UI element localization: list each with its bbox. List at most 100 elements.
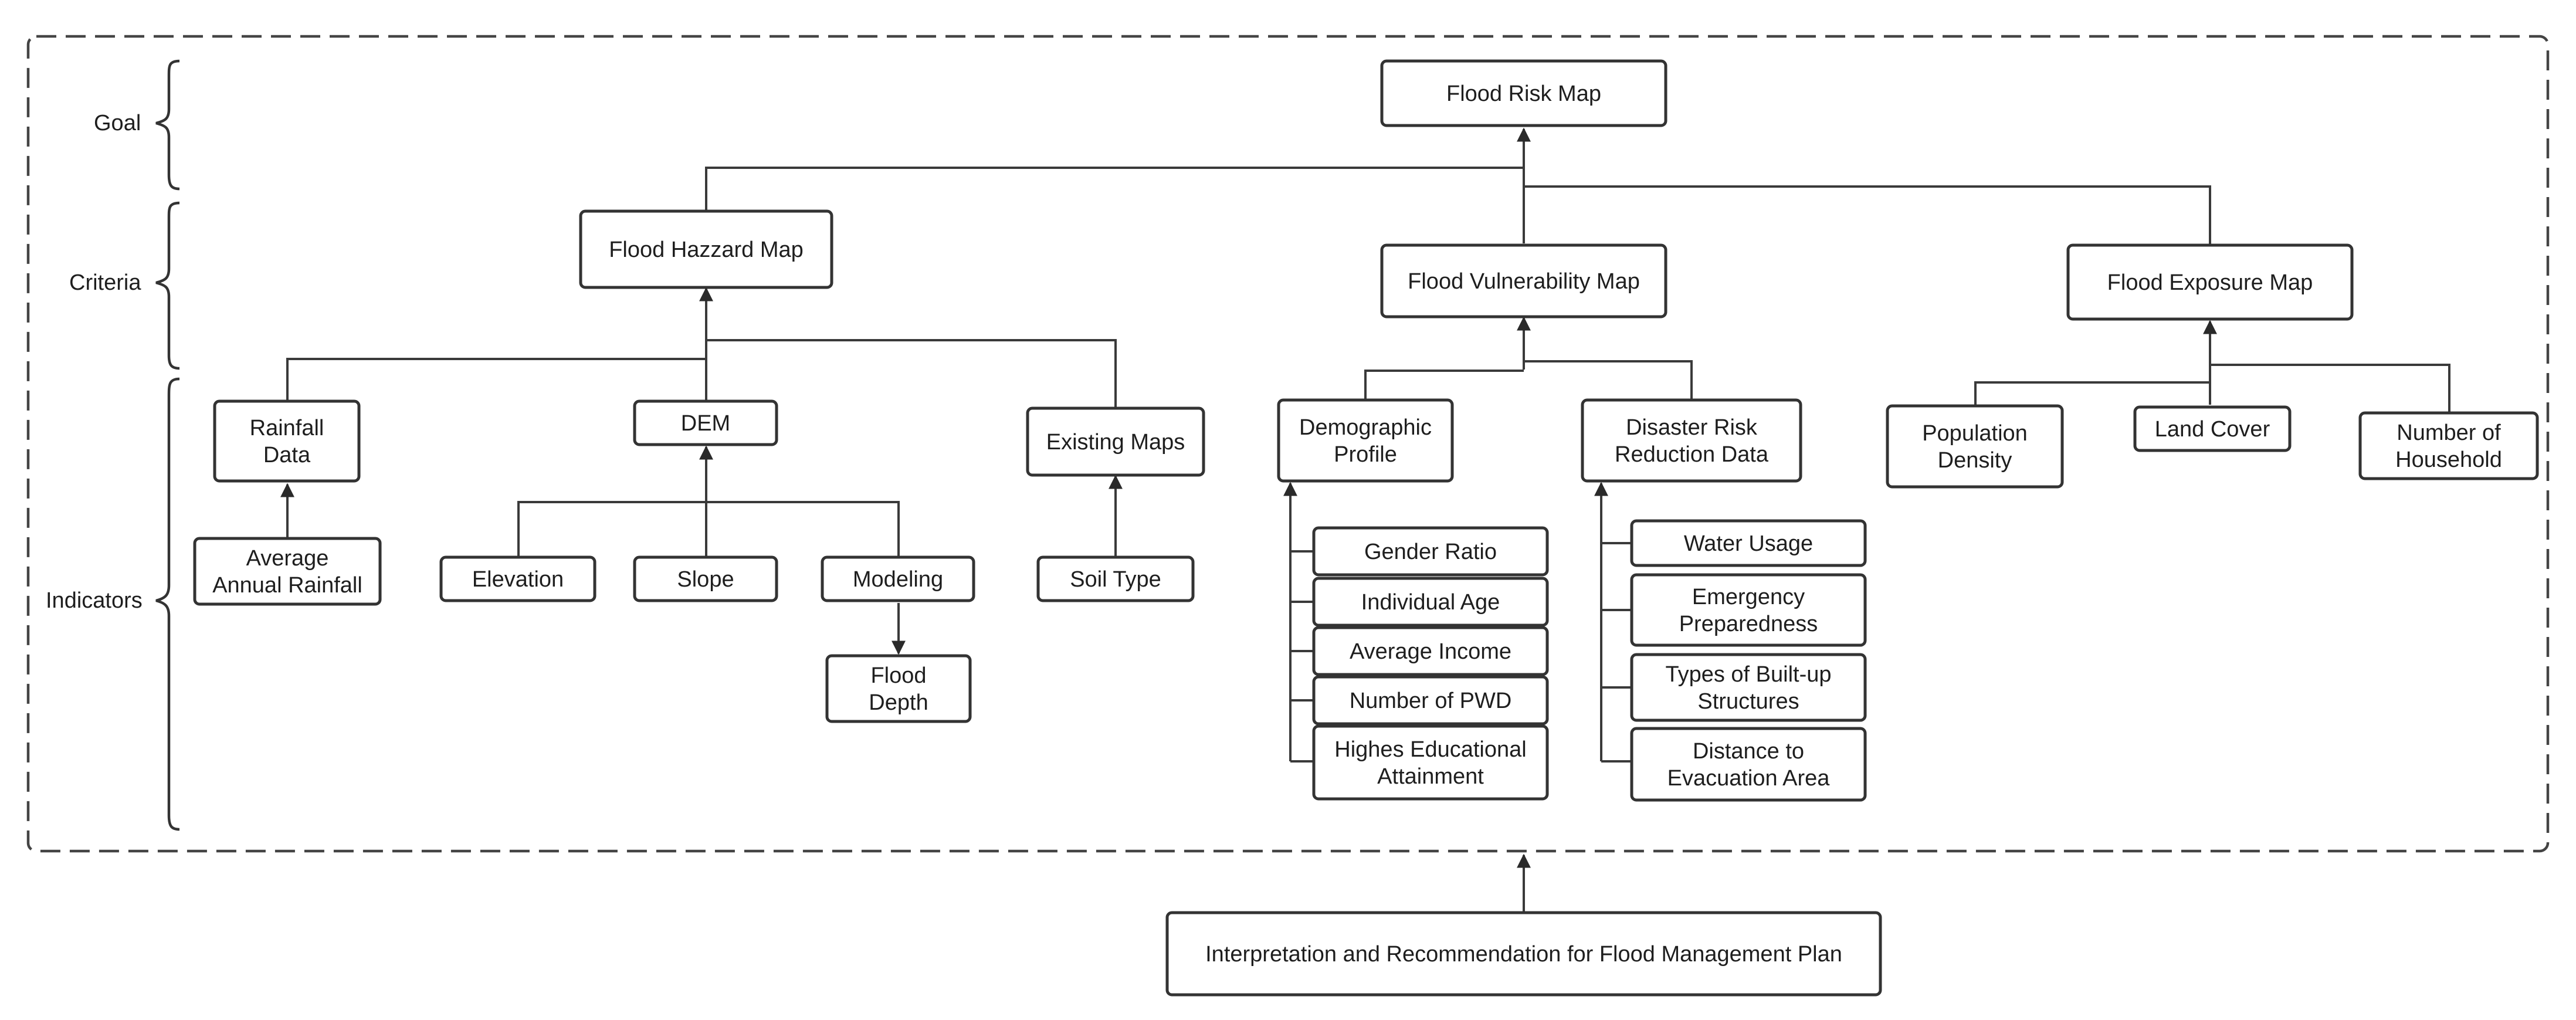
dem-box: DEM — [633, 399, 778, 446]
demographic-profile-frame — [1277, 398, 1454, 483]
land-cover-box: Land Cover — [2133, 405, 2292, 452]
existing-maps-label: Existing Maps — [1046, 430, 1185, 455]
disaster-risk-reduction-data-label: Disaster Risk — [1626, 415, 1758, 440]
water-usage-label: Water Usage — [1684, 531, 1813, 556]
population-density-label: Density — [1938, 448, 2012, 473]
gender-ratio-frame — [1312, 526, 1549, 577]
average-income-box: Average Income — [1312, 626, 1549, 676]
types-of-built-up-structures-label: Structures — [1697, 689, 1799, 714]
soil-type-frame — [1036, 555, 1195, 602]
criteria-brace — [155, 201, 180, 370]
emergency-preparedness-label: Preparedness — [1679, 612, 1818, 636]
flood-risk-map-frame — [1380, 59, 1667, 127]
disaster-risk-reduction-data-frame — [1581, 398, 1802, 483]
average-income-frame — [1312, 626, 1549, 676]
individual-age-frame — [1312, 577, 1549, 627]
highes-educational-attainment-frame — [1312, 724, 1549, 801]
goal-brace — [155, 59, 180, 191]
flood-vulnerability-map-label: Flood Vulnerability Map — [1408, 269, 1640, 294]
interpretation-box: Interpretation and Recommendation for Fl… — [1165, 911, 1882, 997]
distance-to-evacuation-area-frame — [1630, 727, 1867, 802]
distance-to-evacuation-area-label: Evacuation Area — [1667, 766, 1831, 791]
flood-depth-label: Depth — [869, 690, 928, 715]
rainfall-data-label: Data — [263, 443, 311, 467]
modeling-frame — [821, 555, 975, 602]
highes-educational-attainment-label: Attainment — [1377, 764, 1484, 789]
flood-depth-frame — [825, 654, 972, 723]
modeling-box: Modeling — [821, 555, 975, 602]
average-annual-rainfall-label: Average — [246, 546, 329, 571]
average-income-label: Average Income — [1350, 639, 1511, 664]
modeling-label: Modeling — [853, 567, 943, 592]
interpretation-frame — [1165, 911, 1882, 997]
population-density-frame — [1886, 404, 2064, 489]
average-annual-rainfall-label: Annual Rainfall — [212, 573, 362, 598]
number-of-pwd-box: Number of PWD — [1312, 675, 1549, 726]
soil-type-label: Soil Type — [1070, 567, 1161, 592]
connectors — [280, 127, 2450, 913]
land-cover-frame — [2133, 405, 2292, 452]
demographic-profile-label: Demographic — [1299, 415, 1432, 440]
types-of-built-up-structures-frame — [1630, 653, 1867, 722]
emergency-preparedness-frame — [1630, 573, 1867, 647]
gender-ratio-box: Gender Ratio — [1312, 526, 1549, 577]
number-of-household-label: Number of — [2397, 421, 2501, 445]
demographic-profile-label: Profile — [1334, 442, 1397, 467]
flood-exposure-map-frame — [2066, 243, 2354, 321]
rainfall-data-label: Rainfall — [250, 416, 324, 440]
slope-label: Slope — [677, 567, 734, 592]
dem-label: DEM — [681, 411, 730, 436]
individual-age-box: Individual Age — [1312, 577, 1549, 627]
water-usage-frame — [1630, 519, 1867, 567]
flood-hazzard-map-label: Flood Hazzard Map — [609, 238, 804, 262]
goal-label: Goal — [94, 111, 141, 135]
flood-hazzard-map-frame — [579, 209, 833, 289]
existing-maps-box: Existing Maps — [1026, 406, 1205, 477]
flood-hazzard-map-box: Flood Hazzard Map — [579, 209, 833, 289]
flood-risk-map-label: Flood Risk Map — [1446, 82, 1601, 106]
slope-box: Slope — [633, 555, 778, 602]
number-of-pwd-label: Number of PWD — [1350, 689, 1512, 713]
flood-vulnerability-map-box: Flood Vulnerability Map — [1380, 243, 1667, 318]
elevation-frame — [439, 555, 596, 602]
flood-depth-label: Flood — [870, 663, 926, 688]
soil-type-box: Soil Type — [1036, 555, 1195, 602]
gender-ratio-label: Gender Ratio — [1364, 540, 1497, 564]
slope-frame — [633, 555, 778, 602]
emergency-preparedness-label: Emergency — [1692, 585, 1805, 609]
highes-educational-attainment-label: Highes Educational — [1334, 737, 1526, 762]
elevation-label: Elevation — [472, 567, 564, 592]
indicators-brace — [155, 377, 180, 831]
elevation-box: Elevation — [439, 555, 596, 602]
flood-risk-map-box: Flood Risk Map — [1380, 59, 1667, 127]
criteria-label: Criteria — [69, 270, 141, 295]
land-cover-label: Land Cover — [2155, 417, 2270, 442]
population-density-label: Population — [1922, 421, 2028, 446]
flood-exposure-map-box: Flood Exposure Map — [2066, 243, 2354, 321]
indicators-label: Indicators — [46, 588, 143, 613]
distance-to-evacuation-area-label: Distance to — [1693, 739, 1804, 764]
number-of-household-frame — [2358, 411, 2539, 480]
dem-frame — [633, 399, 778, 446]
flood-exposure-map-label: Flood Exposure Map — [2107, 270, 2313, 295]
types-of-built-up-structures-label: Types of Built-up — [1665, 662, 1831, 687]
flood-vulnerability-map-frame — [1380, 243, 1667, 318]
disaster-risk-reduction-data-label: Reduction Data — [1615, 442, 1769, 467]
individual-age-label: Individual Age — [1361, 590, 1500, 615]
existing-maps-frame — [1026, 406, 1205, 477]
water-usage-box: Water Usage — [1630, 519, 1867, 567]
interpretation-label: Interpretation and Recommendation for Fl… — [1205, 942, 1842, 967]
average-annual-rainfall-frame — [193, 537, 382, 606]
